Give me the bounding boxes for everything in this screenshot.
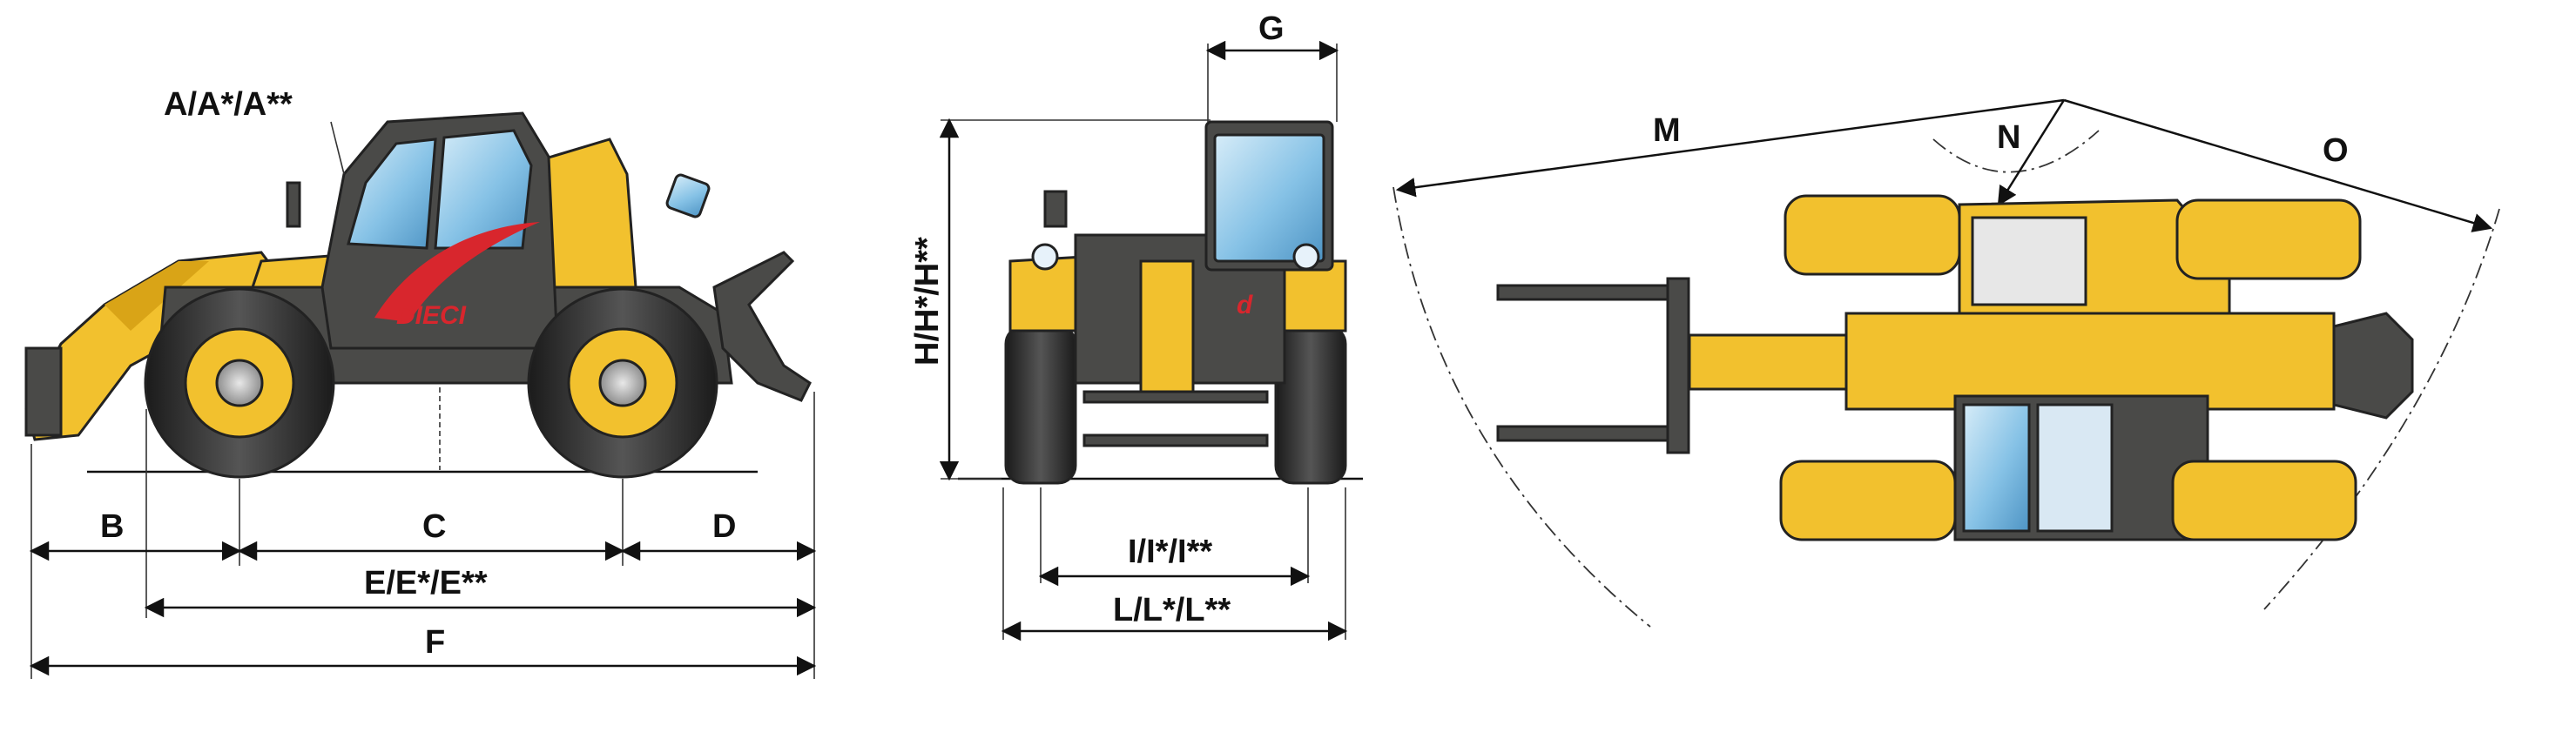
dim-label-e: E/E*/E** — [364, 565, 488, 601]
fork-carriage-top — [1666, 277, 1690, 454]
cab-side-window — [434, 129, 533, 250]
side-view: DIECI A/A*/A** — [24, 86, 817, 679]
dim-label-b: B — [100, 508, 124, 545]
left-tyre — [1004, 325, 1077, 485]
rear-mirror — [665, 173, 711, 218]
dim-label-d: D — [712, 508, 736, 545]
dim-label-f: F — [425, 624, 445, 661]
dim-label-o: O — [2323, 132, 2349, 169]
dim-label-l: L/L*/L** — [1113, 592, 1231, 628]
wheel-front-left — [1784, 194, 1961, 276]
front-wheel — [144, 287, 335, 479]
dim-label-n: N — [1997, 119, 2020, 156]
dim-line-m — [1395, 98, 2065, 198]
dim-label-i: I/I*/I** — [1128, 534, 1212, 570]
turning-radius-inner-arc — [1932, 130, 2100, 173]
telehandler-top-view-icon — [1496, 194, 2414, 541]
brand-swoosh — [374, 222, 540, 322]
rear-wheel — [527, 287, 718, 479]
dim-line-n — [1997, 99, 2066, 206]
dim-label-c: C — [422, 508, 446, 545]
dim-line-o — [2063, 98, 2493, 232]
wheel-rear-left — [2175, 198, 2362, 280]
telehandler-front-view-icon: d — [958, 120, 1363, 485]
cab-roof-window — [1962, 403, 2031, 533]
headlight-left — [1031, 243, 1059, 271]
front-view: d G H/H*/H** I/I*/I** L/L*/L** — [909, 10, 1363, 642]
wheel-front-right — [1779, 460, 1957, 541]
boom-front — [1139, 259, 1195, 402]
turning-radius-outer-arc — [1393, 186, 1651, 628]
front-mirror — [1043, 190, 1068, 228]
engine-grille — [1971, 216, 2087, 306]
cab-door-window — [347, 138, 437, 250]
turning-radius-rear-arc — [2263, 208, 2500, 610]
fork-lower — [1496, 425, 1674, 442]
fork-carriage — [24, 346, 63, 437]
telehandler-side-view-icon: DIECI — [24, 111, 812, 479]
top-view: M N O — [1393, 98, 2500, 628]
dim-a-leader — [330, 121, 345, 175]
dim-label-m: M — [1653, 112, 1681, 149]
cab-roof-guard — [2036, 403, 2114, 533]
fork-upper — [1496, 284, 1674, 301]
front-brand-text: d — [1237, 291, 1253, 319]
headlight-right — [1292, 243, 1320, 271]
dim-label-g: G — [1258, 10, 1285, 47]
windscreen — [1213, 133, 1325, 263]
brand-text: DIECI — [396, 301, 467, 330]
rear-hitch-top — [2332, 312, 2414, 420]
right-tyre — [1274, 325, 1347, 485]
rear-hitch — [712, 251, 812, 402]
dim-label-a: A/A*/A** — [164, 86, 293, 123]
side-mirror — [286, 181, 301, 228]
wheel-rear-right — [2171, 460, 2357, 541]
dim-label-h: H/H*/H** — [909, 237, 946, 366]
